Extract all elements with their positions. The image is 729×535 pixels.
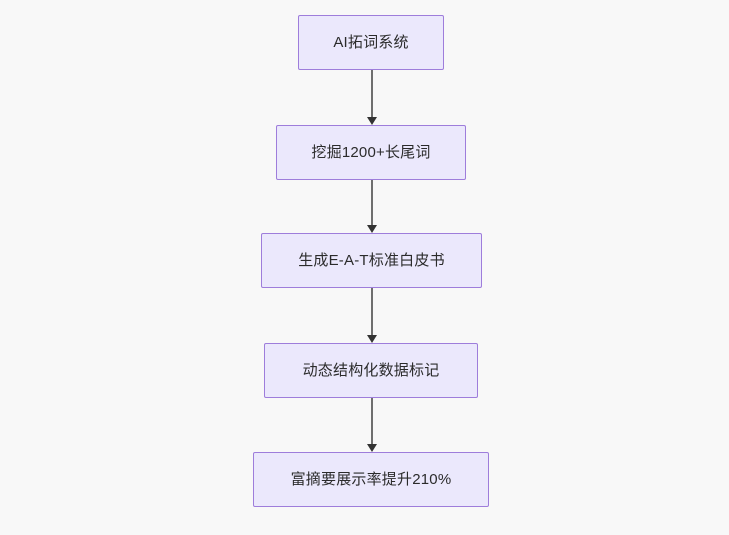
arrowhead-icon [366, 117, 377, 125]
flowchart-node-3[interactable]: 生成E-A-T标准白皮书 [261, 233, 482, 288]
flowchart-node-1-label: AI拓词系统 [333, 33, 409, 51]
flowchart-node-1[interactable]: AI拓词系统 [298, 15, 444, 70]
flowchart-node-5[interactable]: 富摘要展示率提升210% [253, 452, 489, 507]
arrowhead-icon [366, 225, 377, 233]
flowchart-node-2[interactable]: 挖掘1200+长尾词 [276, 125, 466, 180]
flowchart-node-2-label: 挖掘1200+长尾词 [311, 143, 431, 161]
edge-line [371, 288, 373, 335]
edge-line [371, 180, 373, 225]
flowchart-node-4-label: 动态结构化数据标记 [302, 361, 440, 379]
flowchart-node-3-label: 生成E-A-T标准白皮书 [298, 251, 445, 269]
arrowhead-icon [366, 335, 377, 343]
flowchart-node-4[interactable]: 动态结构化数据标记 [264, 343, 478, 398]
edge-line [371, 70, 373, 117]
flowchart-node-5-label: 富摘要展示率提升210% [290, 470, 452, 488]
arrowhead-icon [366, 444, 377, 452]
edge-line [371, 398, 373, 444]
